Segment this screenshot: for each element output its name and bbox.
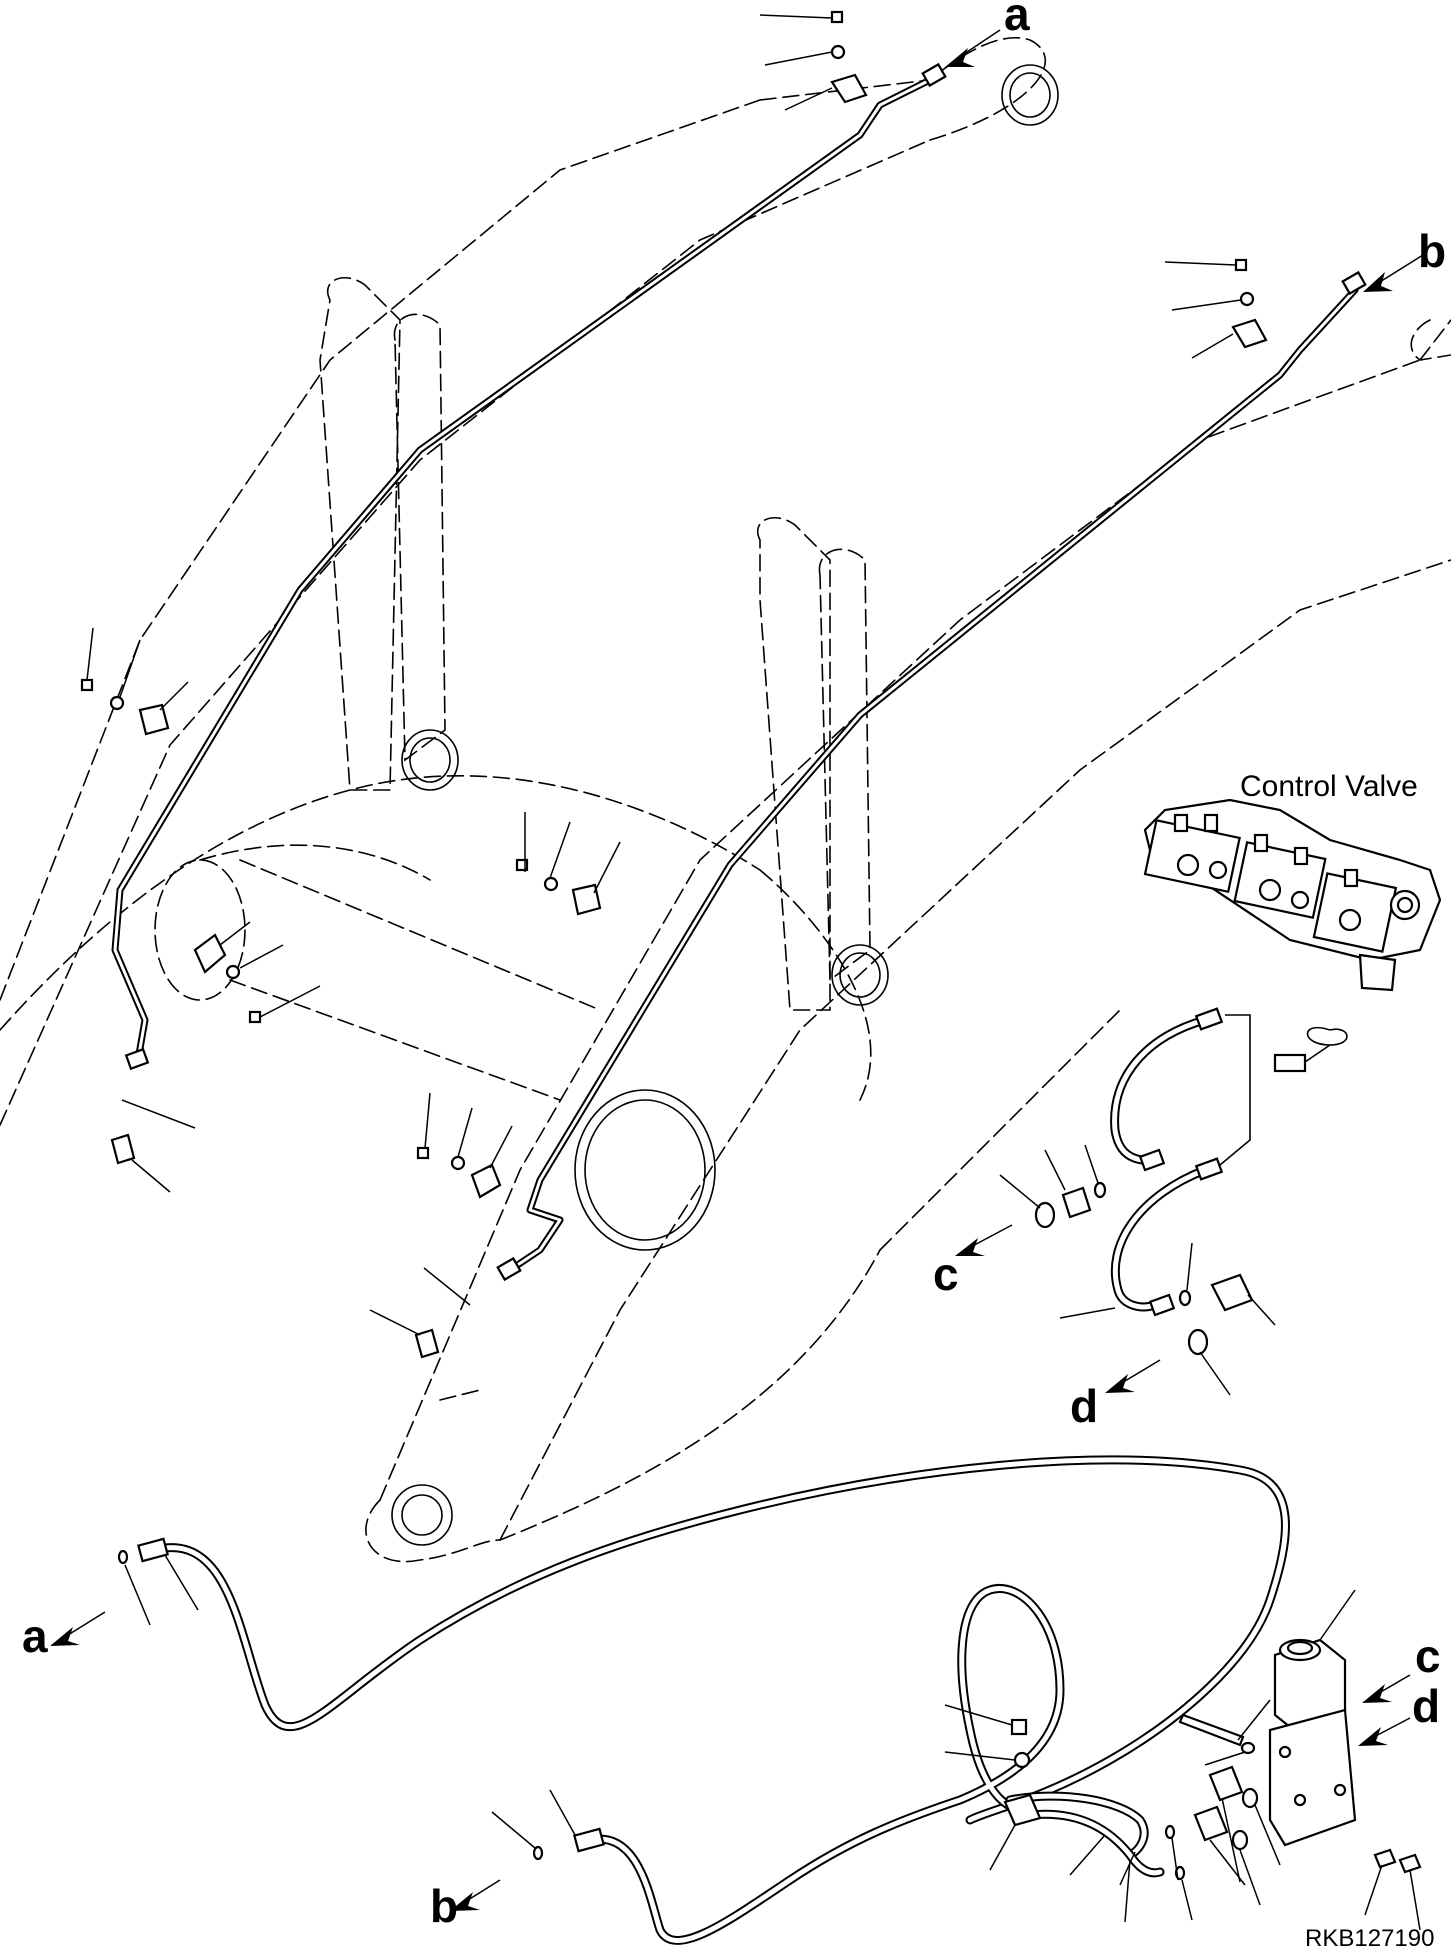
figure-id: RKB127190 [1305,1925,1434,1952]
steel-pipes [111,62,1367,1282]
connection-arrows [50,29,1424,1911]
clamp-group-top-b [1164,258,1268,359]
clamp-group-left [80,627,189,736]
solenoid-valve [1124,1589,1422,1931]
clamp-group-middle [515,812,621,916]
loose-fittings [110,1099,471,1359]
connection-label-d-bottom: d [1412,1680,1440,1732]
connection-label-b-bottom: b [430,1880,458,1932]
control-valve [1143,798,1442,1073]
clamp-group-lower [416,1092,513,1199]
clamp-group-top-a [759,10,868,111]
connection-label-a-top: a [1004,0,1030,40]
connection-label-c-top: c [933,1248,959,1300]
control-valve-caption: Control Valve [1240,770,1418,803]
connection-label-d-top: d [1070,1380,1098,1432]
clamp-group-tube [193,921,321,1024]
connection-label-b-top: b [1418,225,1446,277]
control-valve-hoses [999,1007,1276,1396]
connection-label-c-bottom: c [1415,1630,1441,1682]
connection-label-a-bottom: a [22,1610,48,1662]
main-hoses [117,1455,1290,1945]
lift-arm-outline [0,37,1451,1563]
